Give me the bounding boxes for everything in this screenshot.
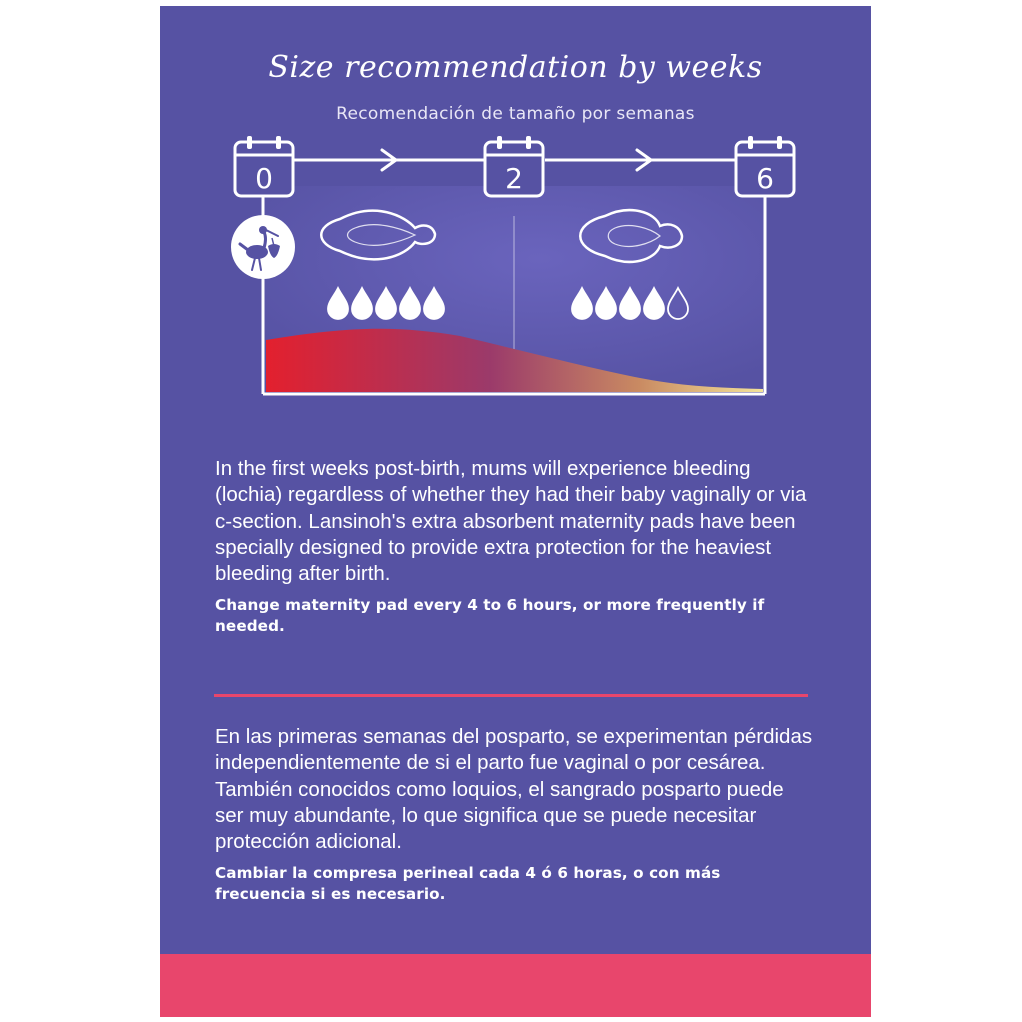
week-number: 2 — [505, 162, 523, 195]
medium-pad-icon — [579, 208, 684, 264]
drop-filled-icon — [399, 285, 421, 320]
large-pad-icon — [320, 209, 437, 261]
page-subtitle: Recomendación de tamaño por semanas — [336, 104, 695, 124]
week-timeline-diagram: 0 2 6 — [231, 136, 796, 396]
drop-filled-icon — [375, 285, 397, 320]
drop-filled-icon — [327, 285, 349, 320]
spanish-paragraph: En las primeras semanas del posparto, se… — [215, 725, 813, 854]
calendar-icon: 6 — [734, 136, 796, 198]
drop-empty-icon — [667, 285, 689, 320]
spanish-note: Cambiar la compresa perineal cada 4 ó 6 … — [215, 864, 721, 904]
english-note: Change maternity pad every 4 to 6 hours,… — [215, 596, 765, 636]
stork-baby-icon — [231, 215, 295, 279]
drop-filled-icon — [619, 285, 641, 320]
week-number: 6 — [756, 162, 774, 195]
drop-filled-icon — [571, 285, 593, 320]
bleeding-flow-curve — [266, 328, 763, 392]
spanish-section: En las primeras semanas del posparto, se… — [215, 724, 815, 905]
arrow-right-icon — [635, 148, 653, 172]
section-divider — [214, 694, 808, 697]
arrow-right-icon — [380, 148, 398, 172]
footer-band — [160, 954, 871, 1017]
drop-filled-icon — [423, 285, 445, 320]
absorbency-drops-week-2 — [571, 285, 689, 320]
english-paragraph: In the first weeks post-birth, mums will… — [215, 457, 807, 586]
week-number: 0 — [255, 162, 273, 195]
drop-filled-icon — [643, 285, 665, 320]
page-title: Size recommendation by weeks — [268, 50, 763, 85]
drop-filled-icon — [595, 285, 617, 320]
absorbency-drops-week-0 — [327, 285, 445, 320]
calendar-icon: 2 — [483, 136, 545, 198]
drop-filled-icon — [351, 285, 373, 320]
english-section: In the first weeks post-birth, mums will… — [215, 456, 815, 637]
info-card: Size recommendation by weeks Recomendaci… — [160, 6, 871, 1017]
calendar-icon: 0 — [233, 136, 295, 198]
